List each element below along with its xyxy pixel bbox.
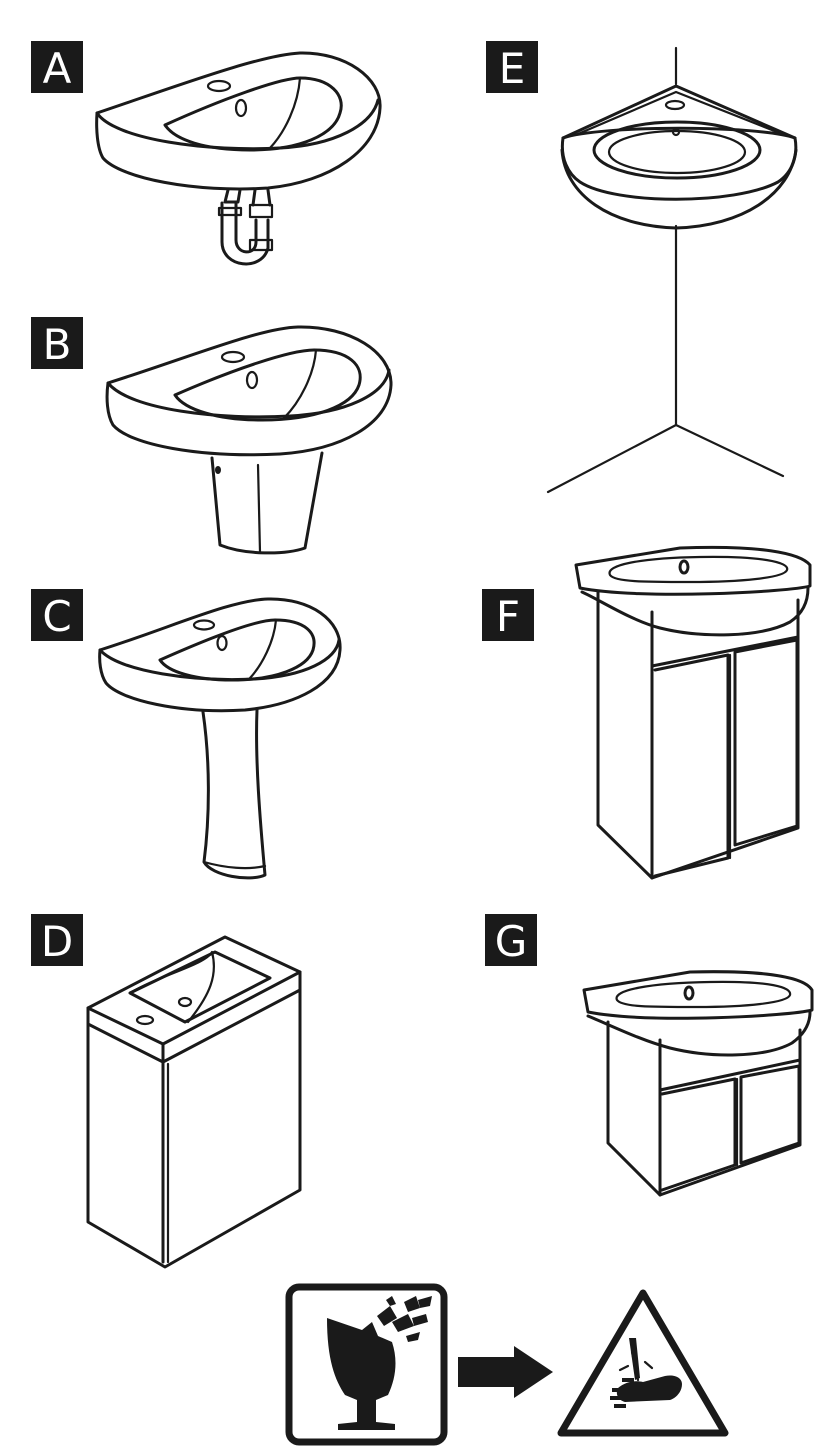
corner-basin-illustration: [546, 46, 798, 494]
label-b: B: [31, 317, 83, 369]
label-e: E: [486, 41, 538, 93]
label-a: A: [31, 41, 83, 93]
floor-vanity-basin-illustration: [574, 545, 812, 880]
item-b: B: [31, 317, 393, 555]
item-a: A: [31, 41, 382, 266]
label-c: C: [31, 589, 83, 641]
pedestal-basin-illustration: [98, 597, 342, 880]
vanity-unit-square-basin-illustration: [86, 935, 302, 1269]
wall-vanity-basin-illustration: [582, 970, 814, 1197]
label-d: D: [31, 914, 83, 966]
label-a-text: A: [43, 44, 72, 93]
item-g: G: [485, 914, 814, 1197]
label-e-text: E: [499, 44, 526, 93]
cut-hand-warning-icon: [557, 1289, 729, 1437]
label-f: F: [482, 589, 534, 641]
label-c-text: C: [42, 592, 71, 641]
wall-basin-illustration: [95, 51, 382, 266]
label-b-text: B: [43, 320, 72, 369]
fragile-glass-icon: [285, 1283, 448, 1446]
item-d: D: [31, 914, 302, 1269]
arrow-right-icon: [458, 1346, 553, 1398]
item-c: C: [31, 589, 342, 880]
item-e: E: [486, 41, 798, 494]
label-g: G: [485, 914, 537, 966]
item-f: F: [482, 545, 812, 880]
semi-pedestal-basin-illustration: [105, 325, 393, 555]
label-d-text: D: [41, 917, 73, 966]
label-g-text: G: [495, 917, 528, 966]
label-f-text: F: [496, 592, 520, 641]
